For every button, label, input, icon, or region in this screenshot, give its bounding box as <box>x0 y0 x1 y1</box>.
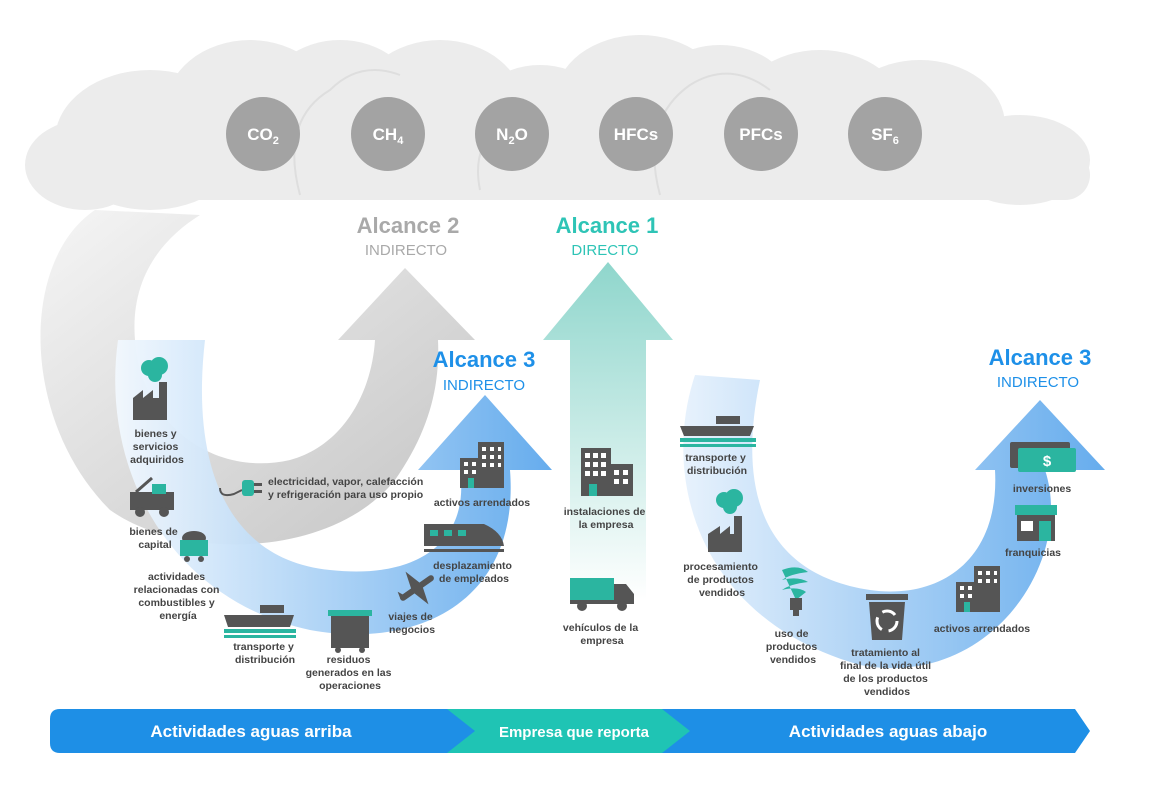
scope3-right-heading: Alcance 3 INDIRECTO <box>989 345 1092 391</box>
scope1-arrow <box>543 262 673 600</box>
factory-icon <box>133 357 168 420</box>
ship-icon <box>224 605 296 638</box>
svg-text:HFCs: HFCs <box>614 125 658 144</box>
bottom-bar-upstream-label: Actividades aguas arriba <box>150 722 352 741</box>
gas-n2o: N2O <box>475 97 549 171</box>
gas-ch4: CH4 <box>351 97 425 171</box>
downstream-uso-label: uso de productos vendidos <box>766 628 820 666</box>
svg-text:Alcance 3: Alcance 3 <box>433 347 536 372</box>
airplane-icon <box>397 571 434 605</box>
svg-text:N2O: N2O <box>496 125 528 147</box>
bottom-bar-downstream <box>660 709 1090 753</box>
upstream-residuos-label: residuos generados en las operaciones <box>306 654 395 692</box>
cloud-bank <box>25 35 1090 210</box>
delivery-truck-icon <box>570 578 634 611</box>
downstream-procesamiento-label: procesamiento de productos vendidos <box>683 561 761 599</box>
lightbulb-icon <box>782 567 808 616</box>
bottom-bar-downstream-label: Actividades aguas abajo <box>789 722 987 741</box>
office-building-icon <box>581 448 633 496</box>
gas-pfcs: PFCs <box>724 97 798 171</box>
recycle-bin-icon <box>866 594 908 640</box>
svg-text:INDIRECTO: INDIRECTO <box>443 377 525 394</box>
gas-hfcs: HFCs <box>599 97 673 171</box>
gas-circles: CO2 CH4 N2O HFCs PFCs SF6 <box>226 97 922 171</box>
downstream-transporte-label: transporte y distribución <box>685 452 749 477</box>
downstream-franquicias-label: franquicias <box>1005 547 1061 559</box>
company-instalaciones-label: instalaciones de la empresa <box>564 506 649 531</box>
upstream-capital-label: bienes de capital <box>129 526 180 551</box>
scope3-left-heading: Alcance 3 INDIRECTO <box>433 347 536 394</box>
upstream-transporte-label: transporte y distribución <box>233 641 297 666</box>
svg-text:PFCs: PFCs <box>739 125 782 144</box>
bottom-bar-upstream <box>50 709 478 753</box>
bottom-bar: Actividades aguas arriba Empresa que rep… <box>50 709 1090 753</box>
downstream-inversiones-label: inversiones <box>1013 483 1072 495</box>
mine-cart-icon <box>180 531 208 562</box>
scope1-heading: Alcance 1 DIRECTO <box>556 213 659 259</box>
plug-icon <box>219 480 262 497</box>
upstream-desplazamiento-label: desplazamiento de empleados <box>433 560 515 585</box>
svg-text:Alcance 3: Alcance 3 <box>989 345 1092 370</box>
svg-text:INDIRECTO: INDIRECTO <box>365 242 447 259</box>
gas-co2: CO2 <box>226 97 300 171</box>
bottom-bar-company-label: Empresa que reporta <box>499 724 650 741</box>
svg-text:DIRECTO: DIRECTO <box>571 242 638 259</box>
upstream-electricidad-label: electricidad, vapor, calefacción y refri… <box>268 476 426 501</box>
gas-sf6: SF6 <box>848 97 922 171</box>
bottom-bar-company <box>447 709 690 753</box>
upstream-viajes-label: viajes de negocios <box>388 611 435 636</box>
company-vehiculos-label: vehículos de la empresa <box>563 622 641 647</box>
train-icon <box>424 524 504 552</box>
svg-text:$: $ <box>1043 453 1052 470</box>
factory-icon <box>708 489 743 552</box>
upstream-bienes-label: bienes y servicios adquiridos <box>130 428 184 466</box>
svg-text:Alcance 2: Alcance 2 <box>357 213 460 238</box>
downstream-activos-label: activos arrendados <box>934 623 1030 635</box>
building-icon <box>460 442 504 488</box>
dumpster-icon <box>328 610 372 653</box>
svg-text:Alcance 1: Alcance 1 <box>556 213 659 238</box>
money-icon: $ <box>1010 442 1076 472</box>
tow-truck-icon <box>130 476 174 517</box>
scope3-left-arrow <box>115 340 553 635</box>
storefront-icon <box>1015 505 1057 541</box>
downstream-tratamiento-label: tratamiento al final de la vida útil de … <box>840 647 934 698</box>
svg-text:INDIRECTO: INDIRECTO <box>997 374 1079 391</box>
svg-text:SF6: SF6 <box>871 125 899 147</box>
ship-icon <box>680 416 756 447</box>
svg-text:CO2: CO2 <box>247 125 279 147</box>
building-icon <box>956 566 1000 612</box>
scope2-heading: Alcance 2 INDIRECTO <box>357 213 460 259</box>
upstream-activos-label: activos arrendados <box>434 497 530 509</box>
upstream-combustibles-label: actividades relacionadas con combustible… <box>134 571 223 622</box>
svg-text:CH4: CH4 <box>373 125 405 147</box>
